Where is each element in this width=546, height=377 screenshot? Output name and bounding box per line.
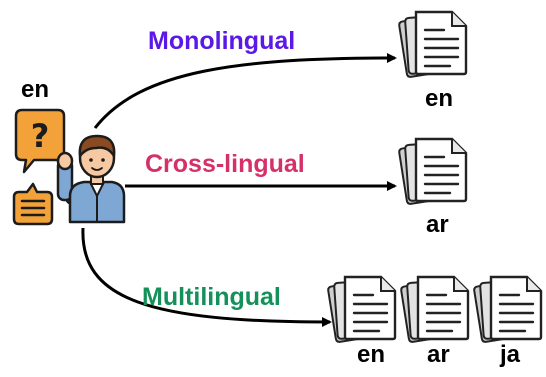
- document-stack-icon-monolingual-en: [397, 10, 468, 79]
- multilingual-doc-language-ja: ja: [500, 341, 521, 368]
- document-stack-icon-multilingual-ja: [472, 275, 543, 344]
- multilingual-doc-language-ar: ar: [427, 341, 450, 368]
- monolingual-arrow: [93, 53, 397, 129]
- monolingual-doc-language: en: [425, 85, 454, 112]
- monolingual-label: Monolingual: [148, 27, 296, 55]
- multilingual-arrow: [81, 227, 332, 327]
- crosslingual-label: Cross-lingual: [145, 150, 305, 178]
- chat-bubble-icon: [12, 182, 54, 226]
- document-stack-icon-crosslingual-ar: [397, 137, 468, 206]
- document-stack-icon-multilingual-ar: [399, 275, 470, 344]
- document-stack-icon-multilingual-en: [326, 275, 397, 344]
- svg-text:?: ?: [31, 117, 50, 155]
- person-raising-hand-icon: [56, 134, 126, 224]
- multilingual-label: Multilingual: [142, 283, 281, 311]
- user-language-label: en: [21, 76, 50, 103]
- multilingual-doc-language-en: en: [357, 341, 386, 368]
- crosslingual-doc-language: ar: [426, 211, 449, 238]
- question-speech-bubble-icon: ?: [14, 108, 66, 174]
